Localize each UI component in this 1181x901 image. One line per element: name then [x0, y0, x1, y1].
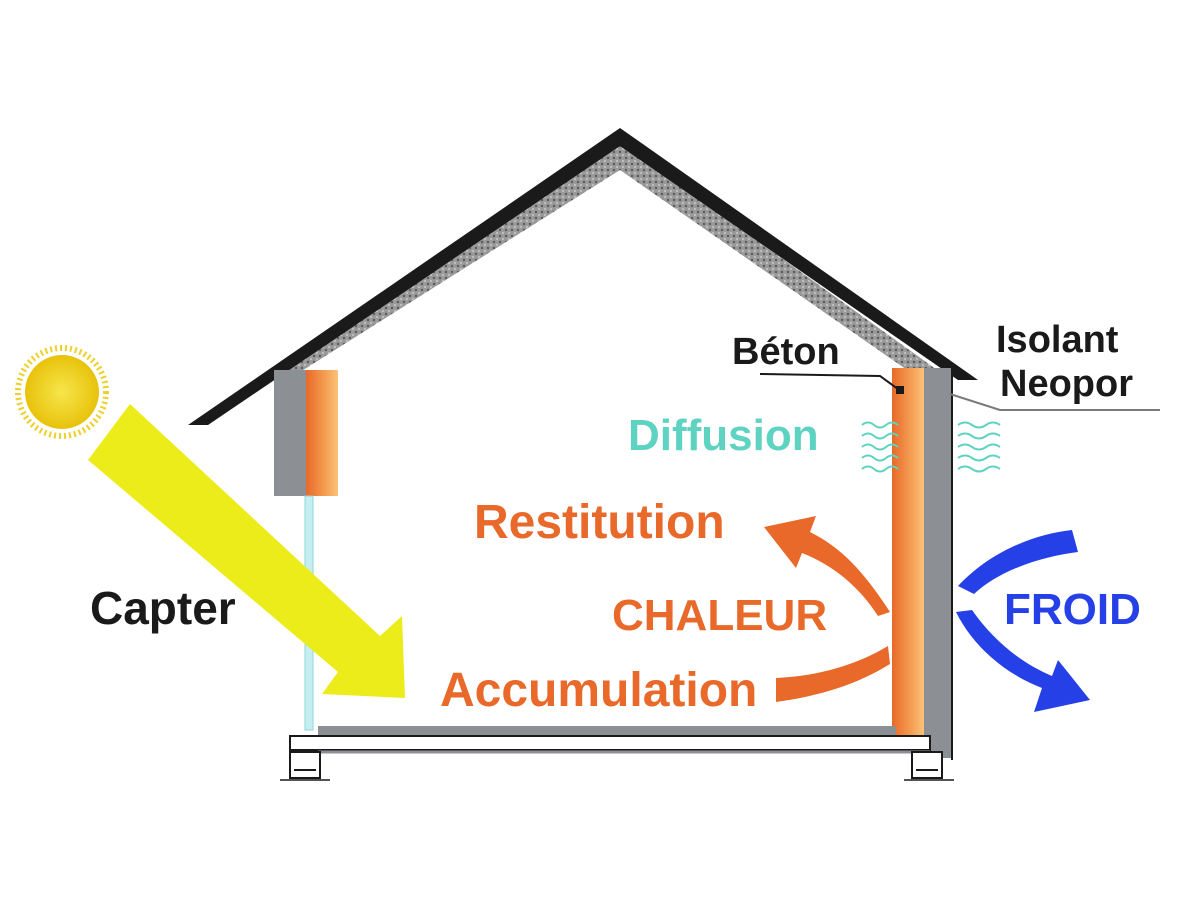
isolant-label: Isolant	[996, 319, 1119, 361]
isolant-leader	[949, 393, 1160, 411]
diffusion-waves-outside	[957, 421, 1001, 473]
cold-arrow-lower	[956, 610, 1090, 712]
left-wall-concrete	[306, 370, 338, 496]
right-wall-concrete	[892, 368, 924, 736]
accumulation-label: Accumulation	[440, 664, 757, 717]
right-wall	[892, 368, 953, 760]
right-foundation	[911, 751, 943, 779]
restitution-label: Restitution	[474, 496, 725, 549]
beton-leader	[759, 373, 904, 394]
chaleur-label: CHALEUR	[612, 591, 827, 640]
floor-slab	[280, 726, 954, 781]
sun-icon	[15, 345, 109, 439]
sun-ray-arrow	[88, 404, 405, 698]
roof	[188, 128, 978, 425]
right-wall-insulation	[924, 368, 952, 758]
diffusion-waves-inside	[861, 421, 899, 473]
accumulation-arrow	[776, 646, 890, 702]
cold-arrow-upper	[958, 530, 1078, 594]
left-wall-insulation	[274, 370, 306, 496]
froid-label: FROID	[1004, 585, 1141, 634]
left-foundation	[289, 751, 321, 779]
roof-outline	[188, 128, 978, 425]
beton-label: Béton	[732, 331, 840, 373]
neopor-label: Neopor	[1000, 363, 1133, 405]
restitution-arrow	[764, 516, 890, 616]
diffusion-label: Diffusion	[628, 411, 819, 460]
capter-label: Capter	[90, 582, 236, 634]
